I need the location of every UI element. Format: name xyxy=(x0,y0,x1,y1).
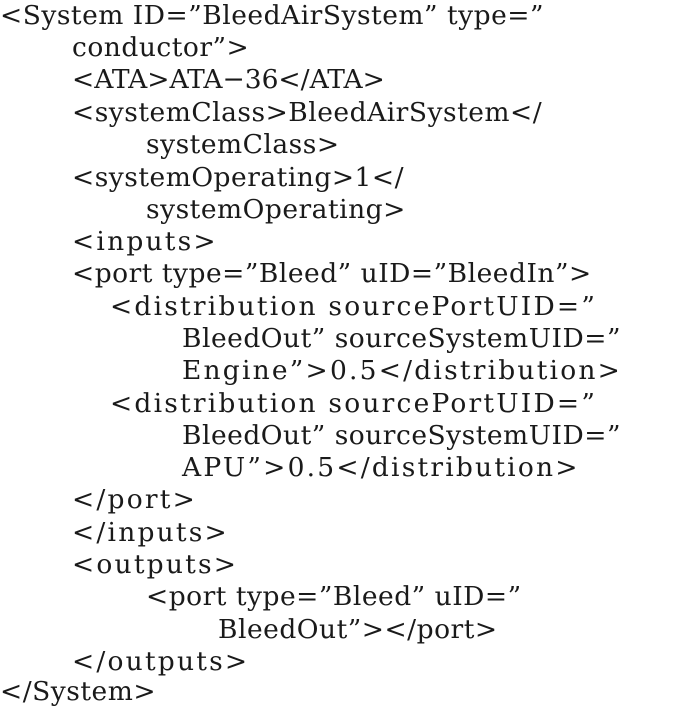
code-line-13: <distribution sourcePortUID=” xyxy=(110,388,598,419)
code-line-19: <port type=”Bleed” uID=” xyxy=(146,581,522,612)
code-line-8: <inputs> xyxy=(72,226,218,257)
code-line-17: </inputs> xyxy=(72,517,229,548)
code-line-1: <System ID=”BleedAirSystem” type=” xyxy=(0,0,545,31)
code-line-15: APU”>0.5</distribution> xyxy=(182,452,580,483)
code-line-6: <systemOperating>1</ xyxy=(72,162,405,193)
code-line-14: BleedOut” sourceSystemUID=” xyxy=(182,420,621,451)
code-line-10: <distribution sourcePortUID=” xyxy=(110,291,598,322)
code-line-18: <outputs> xyxy=(72,549,239,580)
code-line-22: </System> xyxy=(0,676,157,707)
code-line-7: systemOperating> xyxy=(146,194,406,225)
code-line-11: BleedOut” sourceSystemUID=” xyxy=(182,323,621,354)
code-line-12: Engine”>0.5</distribution> xyxy=(182,355,623,386)
code-line-3: <ATA>ATA−36</ATA> xyxy=(72,64,385,95)
code-line-16: </port> xyxy=(72,484,197,515)
code-line-21: </outputs> xyxy=(72,646,250,677)
code-line-9: <port type=”Bleed” uID=”BleedIn”> xyxy=(72,258,592,289)
code-line-2: conductor”> xyxy=(72,32,250,63)
code-line-5: systemClass> xyxy=(146,129,340,160)
code-line-20: BleedOut”></port> xyxy=(218,614,498,645)
code-line-4: <systemClass>BleedAirSystem</ xyxy=(72,97,543,128)
